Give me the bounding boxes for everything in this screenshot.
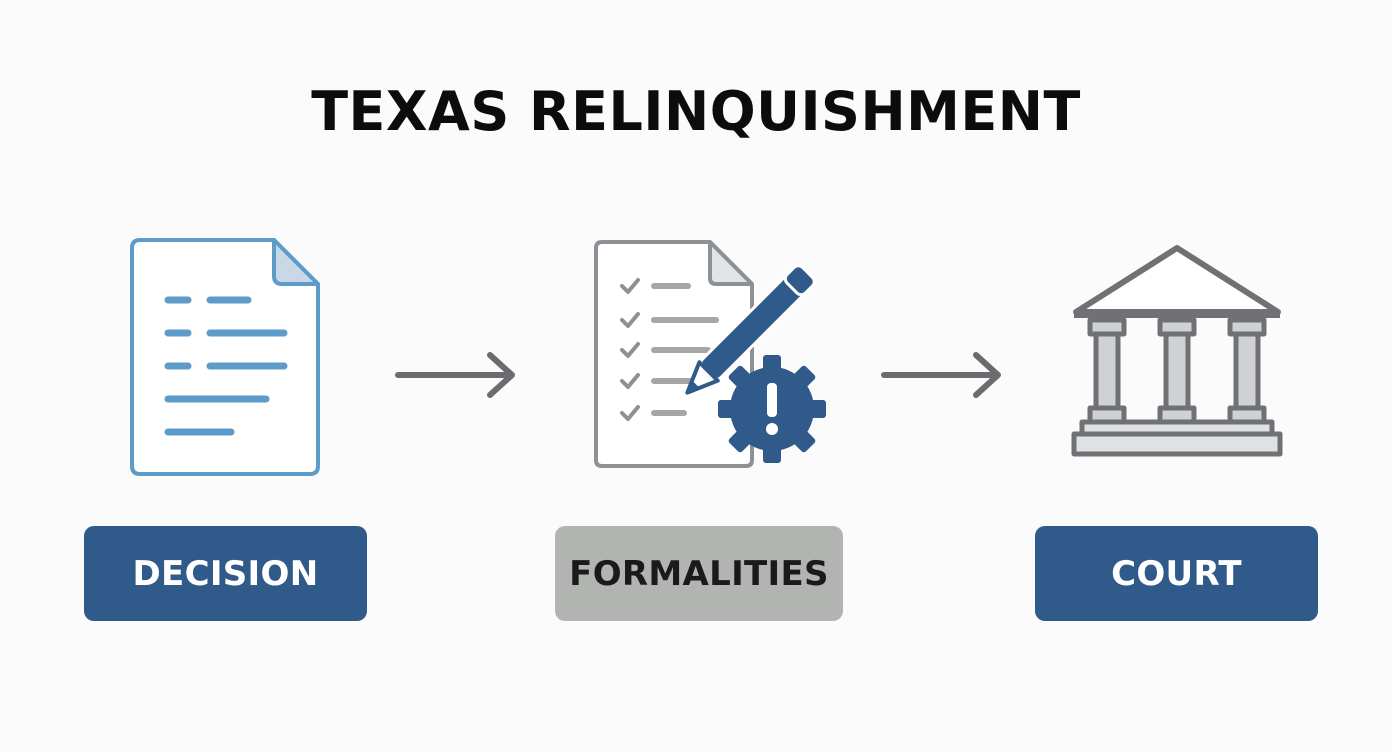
step-label-text: DECISION [132, 553, 319, 594]
checklist-pen-gear-icon [594, 240, 826, 468]
step-label-formalities: FORMALITIES [555, 526, 843, 621]
step-label-decision: DECISION [84, 526, 367, 621]
courthouse-icon [1071, 245, 1283, 457]
arrow-right-icon [395, 352, 515, 398]
arrow-right-icon [881, 352, 1001, 398]
step-label-text: FORMALITIES [569, 553, 829, 594]
diagram-title: TEXAS RELINQUISHMENT [311, 80, 1081, 143]
step-label-court: COURT [1035, 526, 1318, 621]
document-icon [130, 238, 320, 476]
step-label-text: COURT [1111, 553, 1242, 594]
